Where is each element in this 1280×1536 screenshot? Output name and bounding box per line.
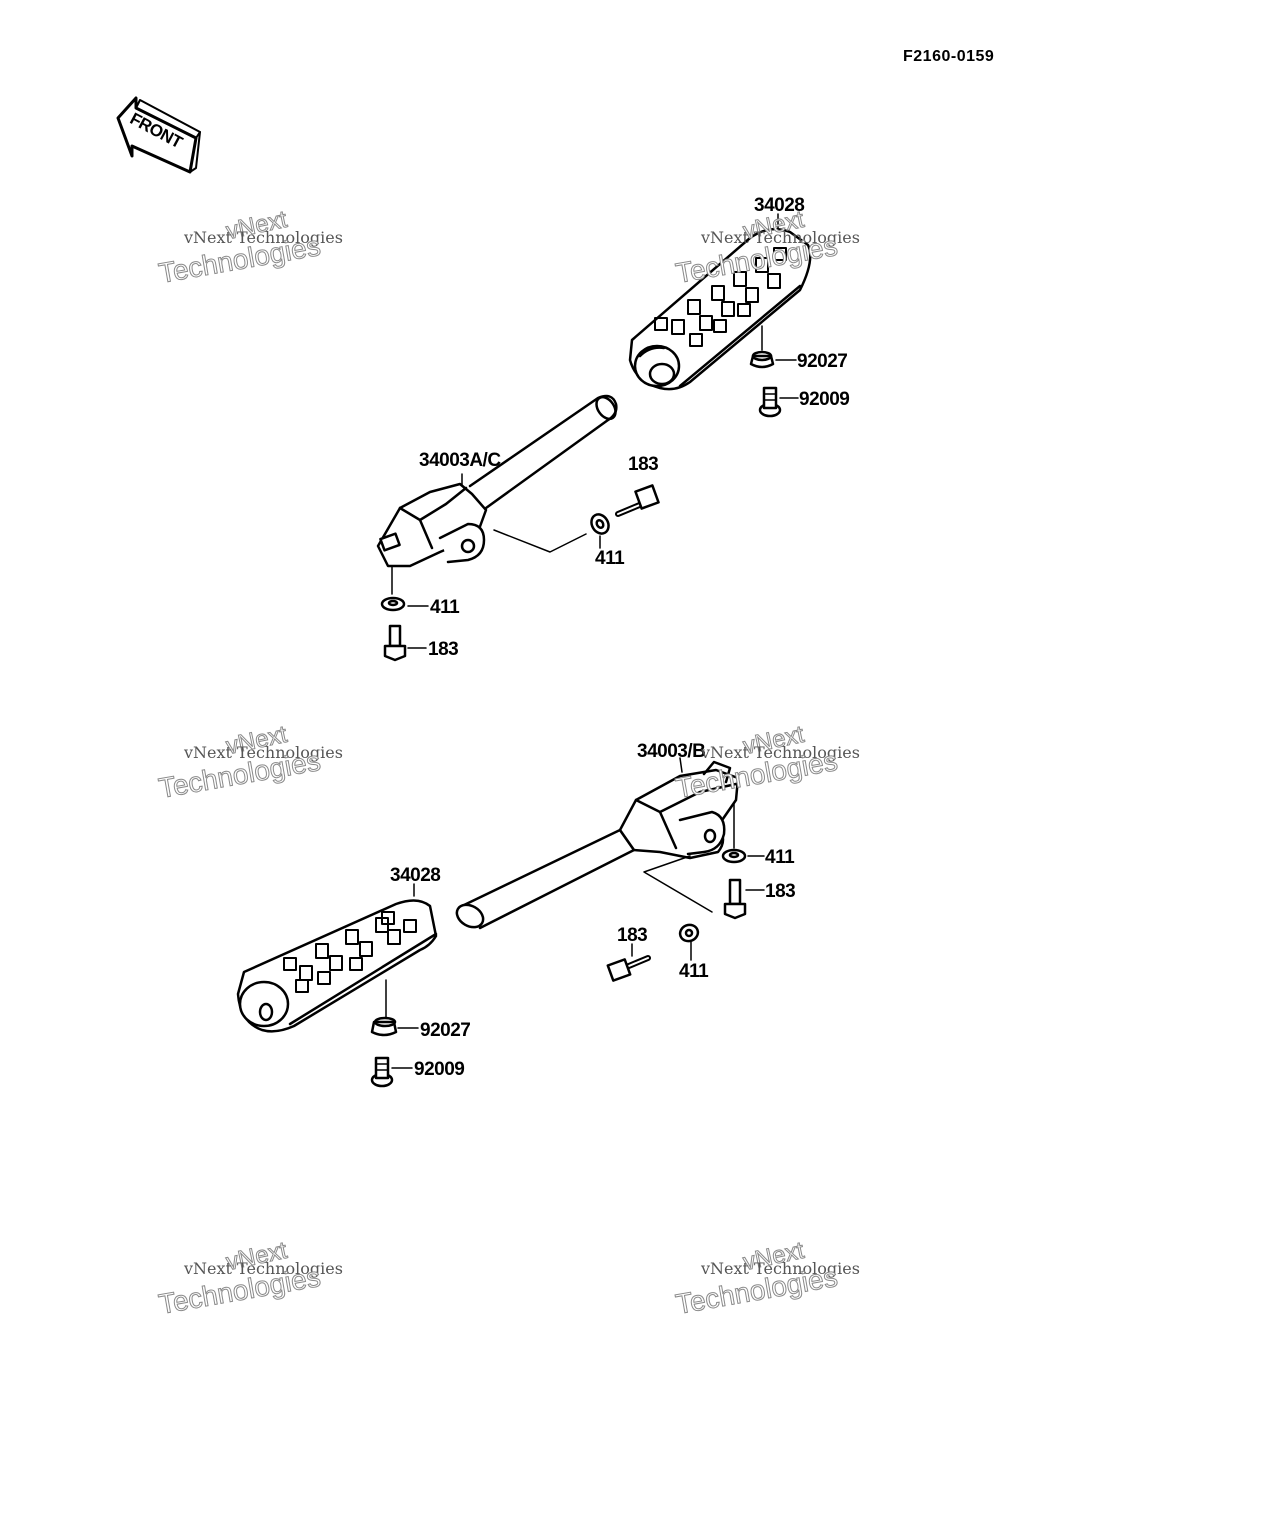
label-lower-bolt-mid: 183 [617,925,648,946]
washer-upper-lower [380,596,406,612]
bolt-lower-mid [606,955,651,982]
bolt-upper-lower [383,624,407,662]
bolt-lower-right [723,878,747,920]
label-upper-screw-92009: 92009 [799,389,850,410]
washer-upper-right [590,513,610,535]
label-lower-screw-92009: 92009 [414,1059,465,1080]
label-upper-rubber: 34028 [754,195,805,216]
footpeg-bracket-upper [376,394,618,568]
rubber-screw-lower [370,1056,394,1088]
rubber-studs-upper [654,247,787,347]
washer-lower-right [721,848,747,864]
label-lower-bracket: 34003/B [637,741,706,762]
footpeg-bracket-lower [455,757,740,930]
front-arrow-icon [116,96,201,174]
label-upper-bolt-lower: 183 [428,639,459,660]
label-lower-rubber: 34028 [390,865,441,886]
label-lower-bolt-right: 183 [765,881,796,902]
label-lower-washer-mid: 411 [679,961,709,982]
label-upper-washer-lower: 411 [430,597,460,618]
label-upper-washer-right: 411 [595,548,625,569]
rubber-washer-lower [370,1016,398,1037]
footpeg-rubber-upper [628,227,812,391]
label-upper-bolt-right: 183 [628,454,659,475]
label-upper-washer-92027: 92027 [797,351,848,372]
label-upper-bracket: 34003A/C [419,450,501,471]
rubber-washer-upper [749,350,775,369]
rubber-screw-upper [758,386,782,418]
footpeg-rubber-lower [236,899,438,1033]
rubber-studs-lower [283,911,417,993]
label-lower-washer-92027: 92027 [420,1020,471,1041]
label-lower-washer-right: 411 [765,847,795,868]
bolt-upper-right [615,484,660,517]
figure-id: F2160-0159 [903,48,995,65]
washer-lower-mid [678,923,700,943]
